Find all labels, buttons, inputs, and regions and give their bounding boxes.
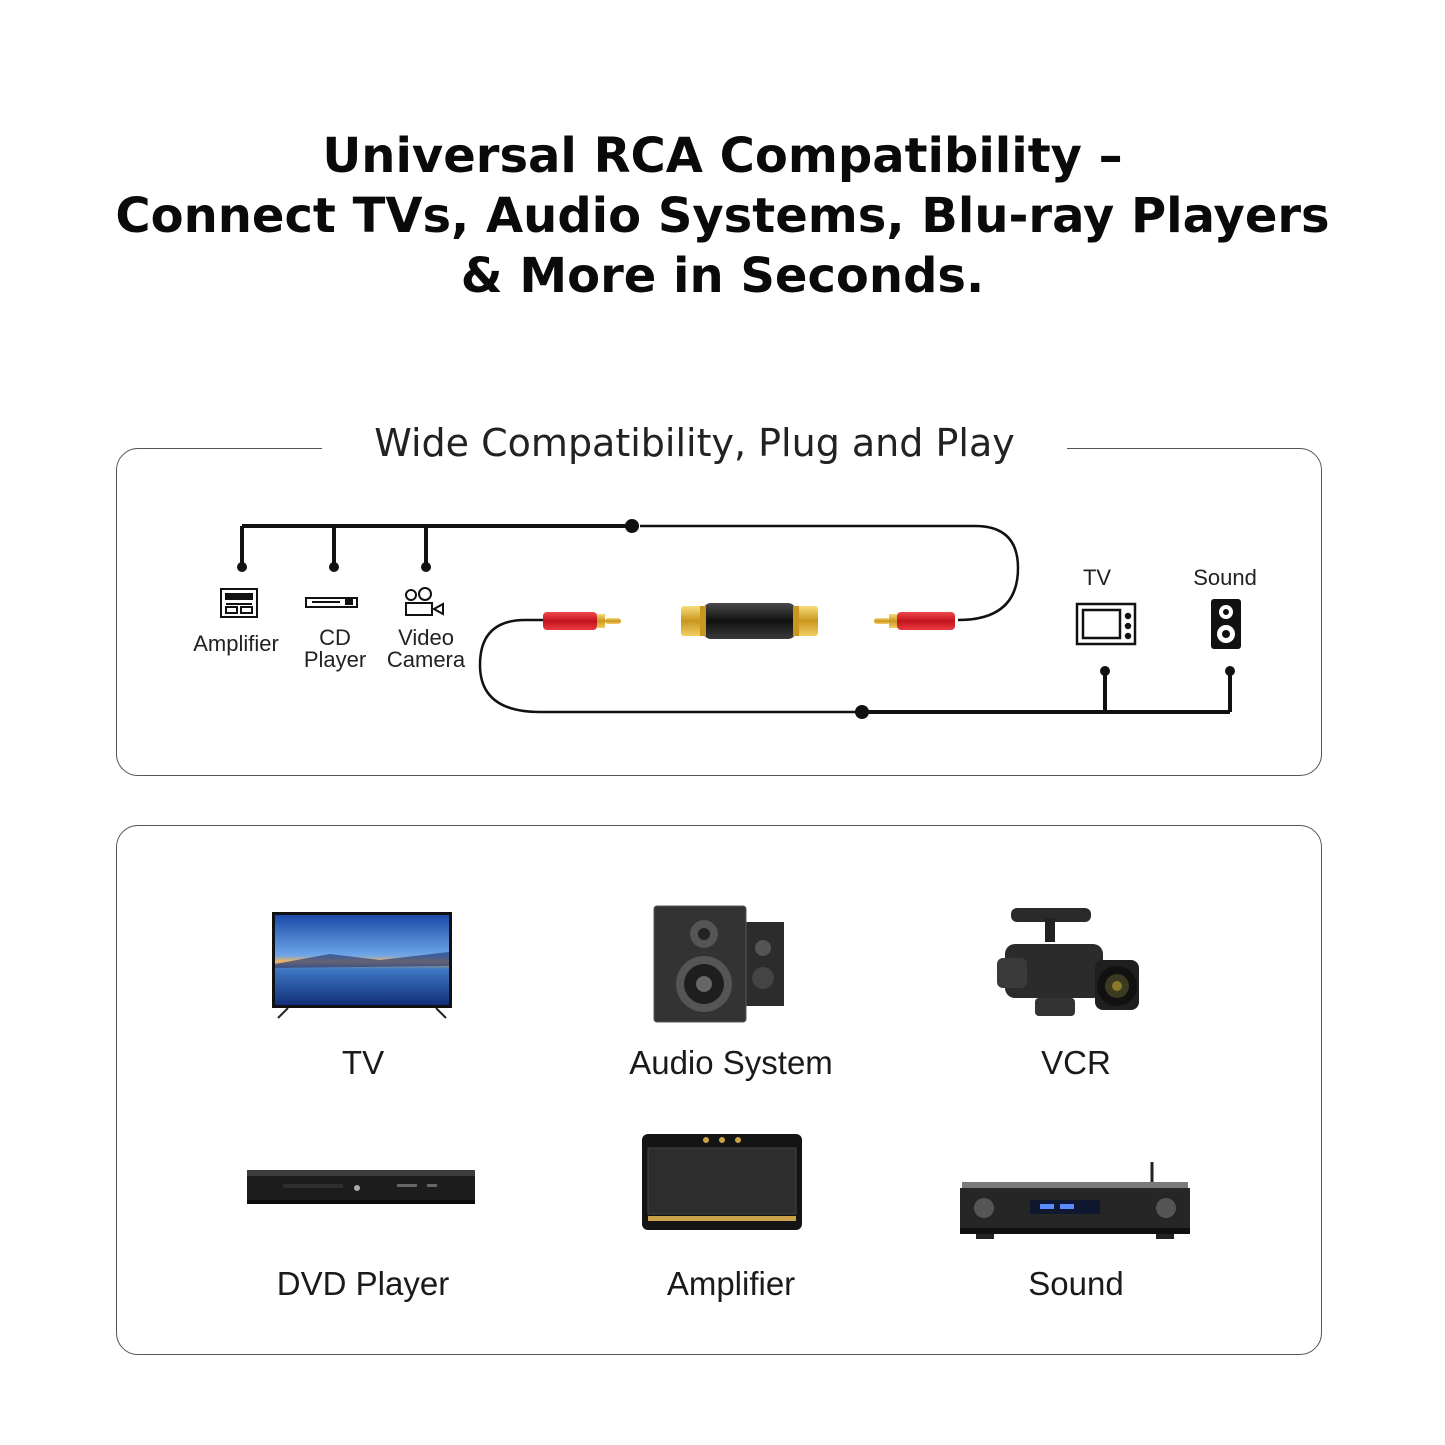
output-bus-node	[1225, 666, 1235, 676]
headline-line-1: Universal RCA Compatibility –	[322, 128, 1123, 184]
amplifier-icon	[220, 588, 258, 618]
source-bus	[240, 524, 632, 566]
source-label-camera-2: Camera	[387, 647, 466, 672]
headline: Universal RCA Compatibility – Connect TV…	[0, 126, 1445, 306]
device-label-vcr: VCR	[1041, 1044, 1111, 1081]
speaker-icon	[1211, 599, 1241, 649]
source-bus-node	[329, 562, 339, 572]
bus-junction-node	[625, 519, 639, 533]
device-label-amplifier: Amplifier	[666, 1265, 796, 1302]
devices-panel	[116, 825, 1322, 1355]
camcorder-picture	[997, 908, 1139, 1016]
device-label-sound: Sound	[1028, 1265, 1124, 1302]
diagram-title: Wide Compatibility, Plug and Play	[322, 418, 1067, 468]
headline-line-3: & More in Seconds.	[460, 248, 985, 304]
dvd-player-picture	[247, 1170, 475, 1204]
av-receiver-picture	[960, 1162, 1190, 1239]
device-label-tv: TV	[341, 1044, 385, 1081]
headline-line-2: Connect TVs, Audio Systems, Blu-ray Play…	[115, 188, 1330, 244]
cable-left	[478, 618, 860, 714]
output-bus-node	[1100, 666, 1110, 676]
source-bus-node	[237, 562, 247, 572]
device-label-audio-system: Audio System	[629, 1044, 833, 1081]
source-label-amplifier: Amplifier	[193, 631, 279, 656]
tv-picture	[272, 912, 452, 1019]
device-label-dvd-player: DVD Player	[276, 1265, 450, 1302]
rca-plug-right	[874, 612, 955, 630]
bookshelf-speakers-picture	[653, 905, 784, 1023]
source-label-camera-1: Video	[398, 625, 454, 650]
bluetooth-speaker-picture	[642, 1134, 802, 1230]
output-label-tv: TV	[1083, 565, 1111, 590]
cd-player-icon	[305, 597, 358, 608]
source-bus-node	[421, 562, 431, 572]
cable-right	[640, 524, 1020, 622]
source-label-cd-1: CD	[319, 625, 351, 650]
tv-icon	[1075, 602, 1137, 646]
video-camera-icon	[405, 587, 444, 616]
output-label-sound: Sound	[1193, 565, 1257, 590]
output-bus	[862, 672, 1232, 714]
rca-plug-left	[543, 612, 621, 630]
bus-junction-node	[855, 705, 869, 719]
source-label-cd-2: Player	[304, 647, 366, 672]
rca-coupler	[681, 603, 818, 639]
